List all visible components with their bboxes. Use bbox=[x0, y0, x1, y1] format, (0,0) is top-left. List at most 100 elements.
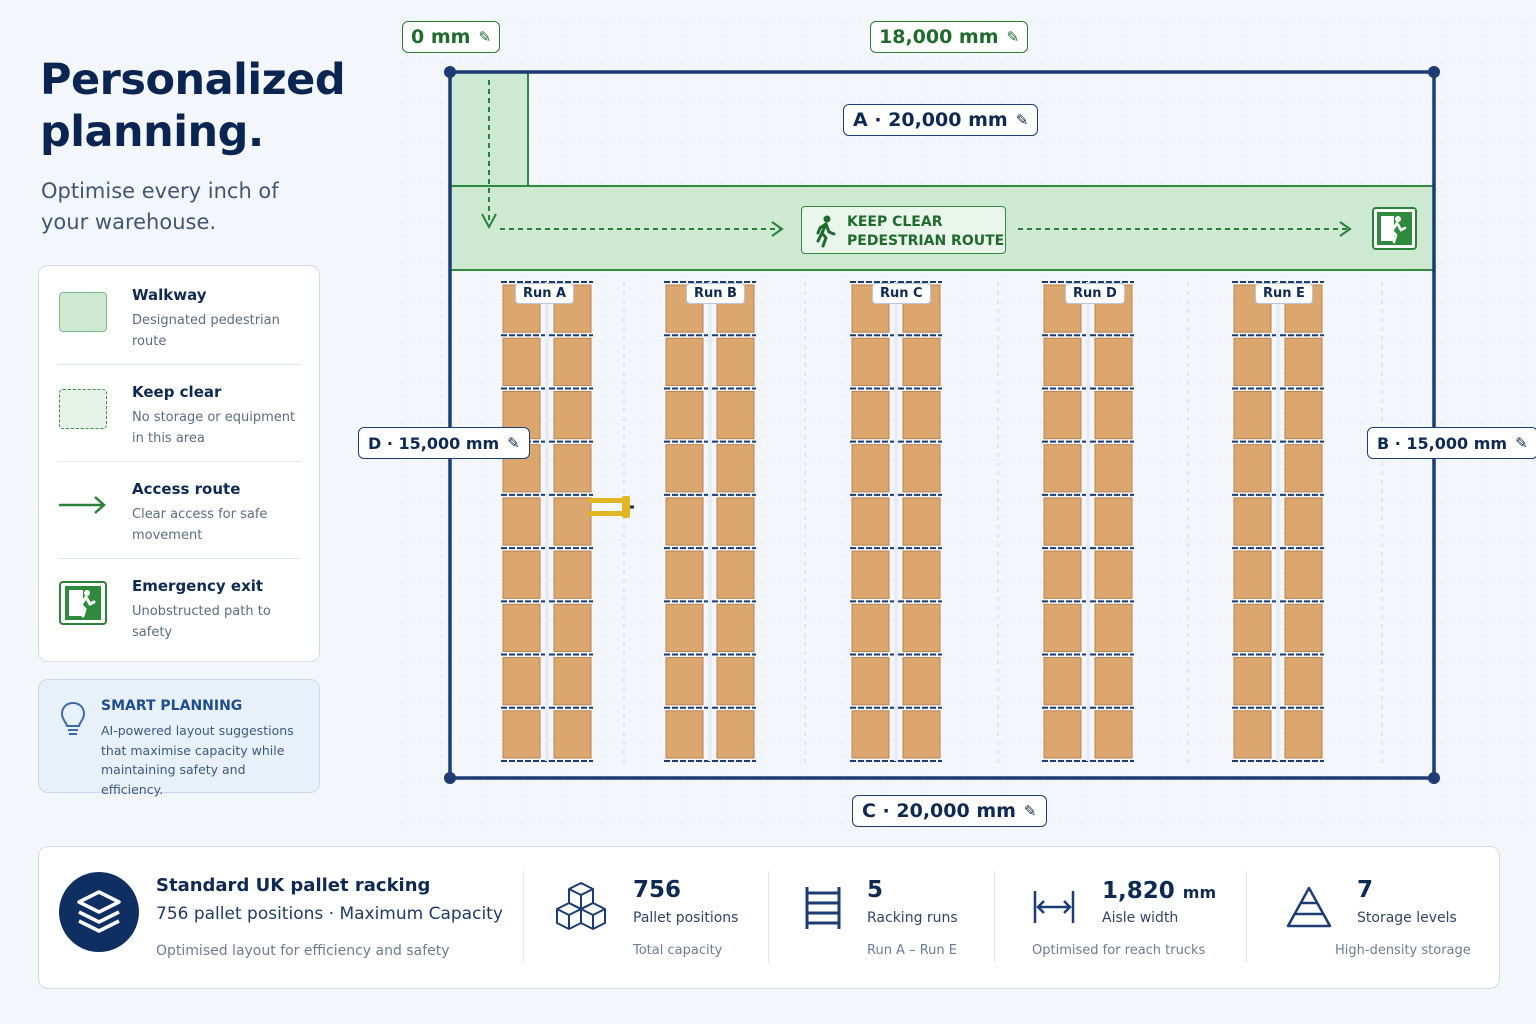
pallet-position[interactable] bbox=[1284, 657, 1323, 706]
pallet-position[interactable] bbox=[1043, 444, 1082, 493]
racking-run[interactable] bbox=[664, 281, 756, 762]
pallet-position[interactable] bbox=[1043, 603, 1082, 653]
pallet-position[interactable] bbox=[1043, 550, 1082, 599]
edit-pencil-icon[interactable]: ✎ bbox=[478, 28, 492, 46]
edit-pencil-icon[interactable]: ✎ bbox=[1023, 802, 1037, 820]
pallet-position[interactable] bbox=[1043, 710, 1082, 759]
pallet-position[interactable] bbox=[502, 657, 541, 706]
pallet-position[interactable] bbox=[716, 444, 755, 493]
edit-pencil-icon[interactable]: ✎ bbox=[1015, 111, 1029, 129]
pallet-position[interactable] bbox=[1043, 657, 1082, 706]
run-label-b[interactable]: Run B bbox=[686, 283, 745, 304]
pallet-position[interactable] bbox=[502, 337, 541, 386]
pallet-position[interactable] bbox=[902, 710, 941, 759]
pallet-position[interactable] bbox=[1284, 710, 1323, 759]
pallet-position[interactable] bbox=[902, 444, 941, 493]
pallet-position[interactable] bbox=[902, 337, 941, 386]
pallet-position[interactable] bbox=[851, 444, 890, 493]
pallet-position[interactable] bbox=[553, 603, 592, 653]
pallet-position[interactable] bbox=[1284, 603, 1323, 653]
side-c-tag[interactable]: C · 20,000 mm ✎ bbox=[852, 795, 1047, 827]
pallet-position[interactable] bbox=[1284, 550, 1323, 599]
pallet-position[interactable] bbox=[851, 657, 890, 706]
pallet-position[interactable] bbox=[1233, 284, 1272, 333]
pallet-position[interactable] bbox=[1094, 710, 1133, 759]
pallet-position[interactable] bbox=[716, 550, 755, 599]
pallet-position[interactable] bbox=[1233, 444, 1272, 493]
racking-run[interactable] bbox=[501, 281, 593, 762]
pallet-position[interactable] bbox=[1233, 550, 1272, 599]
pallet-position[interactable] bbox=[1094, 550, 1133, 599]
pallet-position[interactable] bbox=[851, 337, 890, 386]
racking-run[interactable] bbox=[1042, 281, 1134, 762]
pallet-position[interactable] bbox=[1094, 337, 1133, 386]
pallet-position[interactable] bbox=[1284, 497, 1323, 546]
pallet-position[interactable] bbox=[665, 497, 704, 546]
origin-dimension-tag[interactable]: 0 mm ✎ bbox=[402, 21, 501, 53]
pallet-position[interactable] bbox=[716, 337, 755, 386]
edit-pencil-icon[interactable]: ✎ bbox=[1006, 28, 1020, 46]
pallet-position[interactable] bbox=[665, 337, 704, 386]
racking-run[interactable] bbox=[1232, 281, 1324, 762]
run-label-e[interactable]: Run E bbox=[1255, 283, 1313, 304]
pallet-position[interactable] bbox=[716, 390, 755, 440]
pallet-position[interactable] bbox=[851, 603, 890, 653]
pallet-position[interactable] bbox=[716, 603, 755, 653]
pallet-position[interactable] bbox=[553, 550, 592, 599]
pallet-position[interactable] bbox=[1043, 497, 1082, 546]
pallet-position[interactable] bbox=[851, 497, 890, 546]
pallet-position[interactable] bbox=[1043, 390, 1082, 440]
pallet-position[interactable] bbox=[851, 710, 890, 759]
pallet-position[interactable] bbox=[716, 710, 755, 759]
pallet-position[interactable] bbox=[553, 497, 592, 546]
pallet-position[interactable] bbox=[553, 444, 592, 493]
pallet-position[interactable] bbox=[665, 550, 704, 599]
pallet-position[interactable] bbox=[502, 603, 541, 653]
side-d-tag[interactable]: D · 15,000 mm ✎ bbox=[358, 427, 530, 459]
side-b-tag[interactable]: B · 15,000 mm ✎ bbox=[1367, 427, 1536, 459]
pallet-position[interactable] bbox=[665, 444, 704, 493]
pallet-position[interactable] bbox=[851, 550, 890, 599]
pallet-position[interactable] bbox=[665, 390, 704, 440]
pallet-position[interactable] bbox=[502, 710, 541, 759]
pallet-position[interactable] bbox=[1233, 390, 1272, 440]
pallet-position[interactable] bbox=[716, 497, 755, 546]
pallet-position[interactable] bbox=[902, 390, 941, 440]
pallet-position[interactable] bbox=[902, 657, 941, 706]
pallet-position[interactable] bbox=[1094, 657, 1133, 706]
pallet-position[interactable] bbox=[1094, 497, 1133, 546]
pallet-position[interactable] bbox=[851, 390, 890, 440]
pallet-position[interactable] bbox=[1233, 497, 1272, 546]
pallet-position[interactable] bbox=[716, 657, 755, 706]
pallet-position[interactable] bbox=[553, 337, 592, 386]
edit-pencil-icon[interactable]: ✎ bbox=[1515, 434, 1528, 452]
run-label-d[interactable]: Run D bbox=[1065, 283, 1125, 304]
pallet-position[interactable] bbox=[902, 603, 941, 653]
pallet-position[interactable] bbox=[1284, 337, 1323, 386]
pallet-position[interactable] bbox=[502, 497, 541, 546]
pallet-position[interactable] bbox=[902, 497, 941, 546]
pallet-position[interactable] bbox=[1284, 444, 1323, 493]
pallet-position[interactable] bbox=[553, 710, 592, 759]
pallet-position[interactable] bbox=[665, 710, 704, 759]
run-label-c[interactable]: Run C bbox=[872, 283, 931, 304]
pallet-position[interactable] bbox=[1094, 390, 1133, 440]
edit-pencil-icon[interactable]: ✎ bbox=[507, 434, 520, 452]
pallet-position[interactable] bbox=[1233, 657, 1272, 706]
offset-dimension-tag[interactable]: 18,000 mm ✎ bbox=[870, 21, 1029, 53]
pallet-position[interactable] bbox=[1233, 603, 1272, 653]
pallet-position[interactable] bbox=[553, 657, 592, 706]
pallet-position[interactable] bbox=[1233, 710, 1272, 759]
pallet-position[interactable] bbox=[1233, 337, 1272, 386]
pallet-position[interactable] bbox=[665, 603, 704, 653]
side-a-tag[interactable]: A · 20,000 mm ✎ bbox=[843, 104, 1039, 136]
pallet-position[interactable] bbox=[502, 550, 541, 599]
racking-run[interactable] bbox=[850, 281, 942, 762]
pallet-position[interactable] bbox=[1043, 337, 1082, 386]
pallet-position[interactable] bbox=[553, 390, 592, 440]
pallet-position[interactable] bbox=[1284, 390, 1323, 440]
pallet-position[interactable] bbox=[1094, 603, 1133, 653]
pallet-position[interactable] bbox=[665, 657, 704, 706]
pallet-position[interactable] bbox=[902, 550, 941, 599]
run-label-a[interactable]: Run A bbox=[515, 283, 575, 304]
